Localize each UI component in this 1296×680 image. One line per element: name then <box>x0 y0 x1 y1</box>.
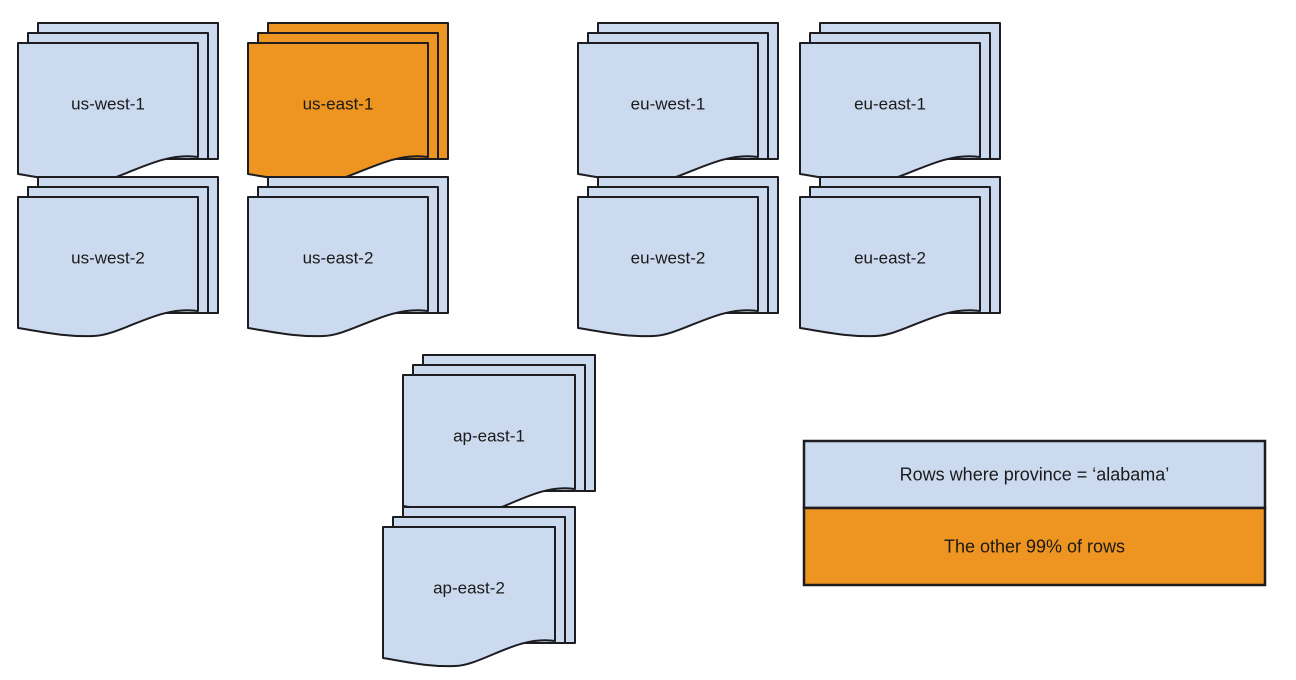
document-stack-us-west-1[interactable]: us-west-1 <box>17 22 219 184</box>
document-stack-eu-east-2[interactable]: eu-east-2 <box>799 176 1001 338</box>
stack-page-front <box>799 196 981 338</box>
document-stack-eu-west-1[interactable]: eu-west-1 <box>577 22 779 184</box>
stack-page-front <box>247 196 429 338</box>
document-stack-ap-east-2[interactable]: ap-east-2 <box>382 506 576 668</box>
legend-row-orange: The other 99% of rows <box>802 506 1267 587</box>
document-stack-ap-east-1[interactable]: ap-east-1 <box>402 354 596 516</box>
stack-page-front <box>17 196 199 338</box>
document-stack-eu-west-2[interactable]: eu-west-2 <box>577 176 779 338</box>
stack-page-front <box>577 196 759 338</box>
document-stack-eu-east-1[interactable]: eu-east-1 <box>799 22 1001 184</box>
legend-swatch-highlight_orange <box>802 506 1267 587</box>
legend-row-blue: Rows where province = ‘alabama’ <box>802 439 1267 510</box>
stack-page-front <box>247 42 429 184</box>
document-stack-us-east-2[interactable]: us-east-2 <box>247 176 449 338</box>
stack-page-front <box>382 526 556 668</box>
stack-page-front <box>577 42 759 184</box>
document-stack-us-east-1[interactable]: us-east-1 <box>247 22 449 184</box>
stack-page-front <box>17 42 199 184</box>
legend-group: Rows where province = ‘alabama’The other… <box>802 439 1267 587</box>
legend-swatch-highlight_blue <box>802 439 1267 510</box>
stack-page-front <box>402 374 576 516</box>
document-stack-us-west-2[interactable]: us-west-2 <box>17 176 219 338</box>
stack-page-front <box>799 42 981 184</box>
